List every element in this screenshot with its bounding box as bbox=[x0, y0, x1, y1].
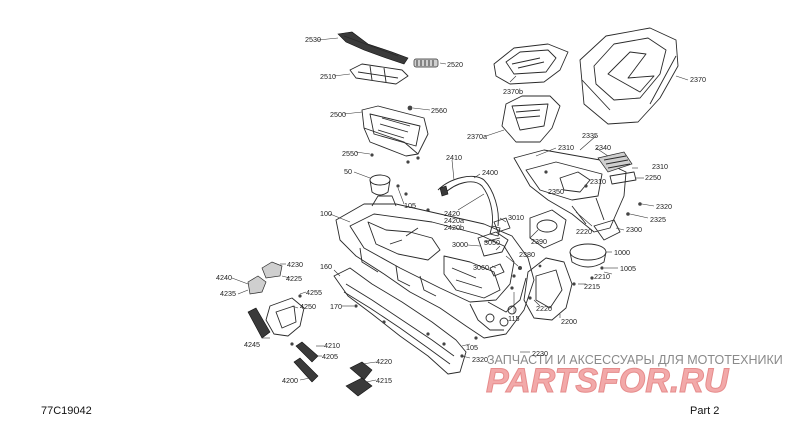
label-2380: 2380 bbox=[519, 250, 535, 259]
label-2370a: 2370a bbox=[467, 132, 487, 141]
label-2210: 2210 bbox=[594, 272, 610, 281]
label-2410: 2410 bbox=[446, 153, 462, 162]
label-2370: 2370 bbox=[690, 75, 706, 84]
label-2320-b: 2320 bbox=[472, 355, 488, 364]
label-160: 160 bbox=[320, 262, 332, 271]
label-4200: 4200 bbox=[282, 376, 298, 385]
label-2215: 2215 bbox=[584, 282, 600, 291]
label-3000: 3000 bbox=[452, 240, 468, 249]
label-2420: 2420 bbox=[444, 209, 460, 218]
part-2200-lower-pocket bbox=[523, 257, 573, 321]
part-labels: 2530 2520 2510 2560 2500 2550 2370b 2370… bbox=[216, 35, 706, 385]
label-2350: 2350 bbox=[548, 187, 564, 196]
label-2420b: 2420b bbox=[444, 223, 464, 232]
label-2250: 2250 bbox=[645, 173, 661, 182]
part-3060-clip bbox=[489, 263, 505, 277]
label-4220: 4220 bbox=[376, 357, 392, 366]
label-2390: 2390 bbox=[531, 237, 547, 246]
label-3060: 3060 bbox=[473, 263, 489, 272]
part-2370a-bin bbox=[501, 95, 561, 143]
label-2500: 2500 bbox=[330, 110, 346, 119]
label-2310-b: 2310 bbox=[652, 162, 668, 171]
part-4245-strip bbox=[247, 307, 271, 339]
part-2530-trim-strip bbox=[337, 31, 409, 65]
label-2520: 2520 bbox=[447, 60, 463, 69]
part-4230-cap bbox=[261, 261, 283, 279]
part-2250-clip bbox=[609, 171, 637, 185]
leader-lines bbox=[231, 37, 689, 383]
label-115: 115 bbox=[508, 314, 519, 323]
label-4215: 4215 bbox=[376, 376, 392, 385]
label-4235: 4235 bbox=[220, 289, 236, 298]
label-2370b: 2370b bbox=[503, 87, 523, 96]
label-170: 170 bbox=[330, 302, 342, 311]
label-105-b: 105 bbox=[466, 343, 478, 352]
part-2380-bolt bbox=[512, 266, 522, 278]
part-2370-large-bin bbox=[579, 27, 679, 125]
label-100: 100 bbox=[320, 209, 332, 218]
label-4255: 4255 bbox=[306, 288, 322, 297]
label-2550: 2550 bbox=[342, 149, 358, 158]
part-2560-screw bbox=[407, 105, 413, 111]
page-indicator: Part 2 bbox=[690, 405, 719, 417]
label-4250: 4250 bbox=[300, 302, 316, 311]
label-2200: 2200 bbox=[561, 317, 577, 326]
part-2400-grab-handle bbox=[437, 176, 501, 237]
part-2300-side-panel bbox=[593, 219, 621, 241]
label-2220-a: 2220 bbox=[576, 227, 592, 236]
label-2300: 2300 bbox=[626, 225, 642, 234]
label-4245: 4245 bbox=[244, 340, 260, 349]
label-1005: 1005 bbox=[620, 264, 636, 273]
part-2210-1005-2215-fasteners bbox=[528, 266, 604, 300]
part-2320-2325-screws bbox=[544, 170, 642, 216]
label-2560: 2560 bbox=[431, 106, 447, 115]
label-2310-a: 2310 bbox=[558, 143, 574, 152]
label-2335: 2335 bbox=[582, 131, 598, 140]
label-2320: 2320 bbox=[656, 202, 672, 211]
label-2420a: 2420a bbox=[444, 216, 464, 225]
part-2510-tray bbox=[349, 63, 409, 85]
label-2340: 2340 bbox=[595, 143, 611, 152]
part-4240-knob bbox=[247, 275, 267, 295]
part-160-lower-trim bbox=[333, 267, 467, 375]
label-2510: 2510 bbox=[320, 72, 336, 81]
part-2340-vent bbox=[597, 151, 633, 173]
part-4220-4215-brackets bbox=[345, 361, 373, 397]
label-50: 50 bbox=[344, 167, 352, 176]
label-2310-c: 2310 bbox=[590, 177, 606, 186]
label-2325: 2325 bbox=[650, 215, 666, 224]
part-100-dash-body bbox=[335, 195, 535, 339]
label-4210: 4210 bbox=[324, 341, 340, 350]
label-4205: 4205 bbox=[322, 352, 338, 361]
part-2370b-bin-lid bbox=[493, 43, 569, 85]
label-2230: 2230 bbox=[532, 349, 548, 358]
watermark-caption: ЗАПЧАСТИ И АКСЕССУАРЫ ДЛЯ МОТОТЕХНИКИ bbox=[487, 353, 783, 367]
part-50-cup-holder bbox=[369, 174, 391, 196]
label-2400: 2400 bbox=[482, 168, 498, 177]
diagram-code: 77C19042 bbox=[41, 405, 92, 417]
label-3010: 3010 bbox=[508, 213, 524, 222]
label-2220-b: 2220 bbox=[536, 304, 552, 313]
label-4230: 4230 bbox=[287, 260, 303, 269]
label-3050: 3050 bbox=[484, 238, 500, 247]
part-2500-storage-box bbox=[361, 105, 429, 157]
label-105-a: 105 bbox=[404, 201, 416, 210]
watermark-brand: PARTSFOR.RU bbox=[486, 362, 730, 400]
part-170-105-115-screws bbox=[354, 286, 514, 358]
part-4250-bracket bbox=[265, 294, 305, 346]
label-2530: 2530 bbox=[305, 35, 321, 44]
part-2550-fasteners bbox=[370, 153, 420, 164]
part-1000-ring bbox=[569, 243, 607, 268]
label-4240: 4240 bbox=[216, 273, 232, 282]
label-4225: 4225 bbox=[286, 274, 302, 283]
part-3000-bracket bbox=[477, 231, 509, 257]
label-1000: 1000 bbox=[614, 248, 630, 257]
part-2520-grille bbox=[413, 58, 439, 68]
